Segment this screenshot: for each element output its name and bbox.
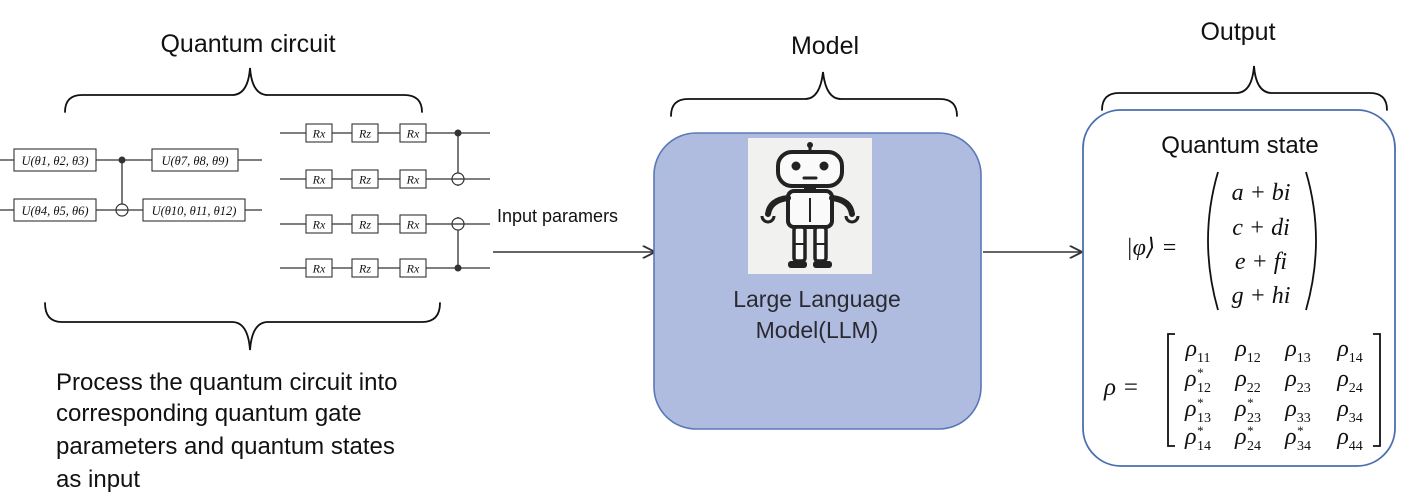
density-matrix-cell: ρ*34: [1284, 423, 1311, 454]
robot-icon: [748, 138, 872, 274]
control-dot: [454, 129, 462, 137]
rotation-gate: [351, 258, 379, 278]
u-gate-4-label: U(θ10, θ11, θ12): [152, 204, 237, 218]
u-gate-1-label: U(θ1, θ2, θ3): [21, 154, 88, 168]
rotation-gate: [351, 123, 379, 143]
output-top-brace: [1101, 65, 1388, 111]
rotation-gate: [351, 169, 379, 189]
state-vector-right-paren: [1305, 171, 1317, 311]
output-title: Output: [1200, 18, 1275, 46]
density-matrix-cell: ρ34: [1336, 396, 1363, 426]
state-vector-entry: g + hi: [1232, 283, 1291, 309]
output-box: [1082, 109, 1396, 467]
density-matrix-cell: ρ*23: [1234, 395, 1261, 426]
model-top-brace: [670, 71, 958, 117]
description-line-3: parameters and quantum states: [56, 433, 395, 460]
model-title: Model: [791, 32, 859, 60]
density-matrix-cell: ρ23: [1284, 366, 1311, 396]
density-matrix-cell: ρ*14: [1184, 423, 1211, 454]
rotation-gate: [399, 169, 427, 189]
state-vector-lhs: |φ⟩ =: [1126, 235, 1177, 261]
density-matrix-cell: ρ*12: [1184, 365, 1211, 396]
density-matrix-cell: ρ13: [1284, 336, 1311, 366]
llm-label-line-1: Large Language: [733, 286, 901, 312]
model-box: [653, 132, 982, 430]
rotation-gate-label: Rx: [406, 218, 420, 232]
density-matrix-cell: ρ24: [1336, 366, 1363, 396]
rotation-gate-label: Rx: [312, 173, 326, 187]
description-line-4: as input: [56, 466, 140, 493]
rotation-gate: [305, 258, 333, 278]
control-dot: [454, 264, 462, 272]
rotation-gate-label: Rx: [406, 262, 420, 276]
state-vector-entry: c + di: [1232, 215, 1290, 241]
rotation-gate-label: Rz: [358, 173, 371, 187]
rotation-gate: [305, 123, 333, 143]
u-gate-2-label: U(θ7, θ8, θ9): [161, 154, 228, 168]
circuit-top-brace: [64, 67, 423, 113]
rotation-gate: [399, 214, 427, 234]
rotation-gate-label: Rz: [358, 127, 371, 141]
u-gate-4: [142, 198, 246, 222]
arrow-label: Input paramers: [497, 206, 618, 226]
density-matrix-cell: ρ12: [1234, 336, 1261, 366]
density-matrix-cell: ρ14: [1336, 336, 1363, 366]
rotation-gate: [305, 169, 333, 189]
circuit-bottom-brace: [44, 302, 441, 351]
density-matrix-cell: ρ*24: [1234, 423, 1261, 454]
description-line-2: corresponding quantum gate: [56, 400, 362, 427]
u-gate-3-label: U(θ4, θ5, θ6): [21, 204, 88, 218]
density-matrix-left-bracket: [1167, 333, 1175, 447]
rotation-gate-label: Rx: [312, 127, 326, 141]
density-matrix-cell: ρ*13: [1184, 395, 1211, 426]
density-matrix-cell: ρ44: [1336, 424, 1363, 454]
quantum-state-title: Quantum state: [1161, 132, 1318, 159]
control-dot: [118, 156, 126, 164]
density-matrix-lhs: ρ =: [1103, 374, 1139, 401]
u-gate-2: [151, 148, 239, 172]
rotation-gate-label: Rz: [358, 218, 371, 232]
circuit-left-block: U(θ1, θ2, θ3) U(θ7, θ8, θ9) U(θ4, θ5, θ6…: [0, 148, 262, 222]
rotation-gate-label: Rx: [406, 173, 420, 187]
density-matrix-cell: ρ33: [1284, 396, 1311, 426]
rotation-gate: [351, 214, 379, 234]
u-gate-1: [13, 148, 97, 172]
llm-label-line-2: Model(LLM): [756, 317, 879, 343]
circuit-title: Quantum circuit: [160, 30, 335, 58]
rotation-gate-label: Rz: [358, 262, 371, 276]
state-vector-entry: a + bi: [1232, 180, 1291, 206]
state-vector-entry: e + fi: [1235, 249, 1287, 275]
density-matrix-cell: ρ22: [1234, 366, 1261, 396]
u-gate-3: [13, 198, 97, 222]
rotation-gate-label: Rx: [312, 262, 326, 276]
rotation-gate: [305, 214, 333, 234]
density-matrix-right-bracket: [1373, 333, 1381, 447]
state-vector-left-paren: [1207, 171, 1219, 311]
rotation-gate-label: Rx: [312, 218, 326, 232]
rotation-gate: [399, 123, 427, 143]
description-line-1: Process the quantum circuit into: [56, 369, 398, 396]
rotation-gate: [399, 258, 427, 278]
density-matrix-cell: ρ11: [1184, 336, 1210, 366]
rotation-gate-label: Rx: [406, 127, 420, 141]
